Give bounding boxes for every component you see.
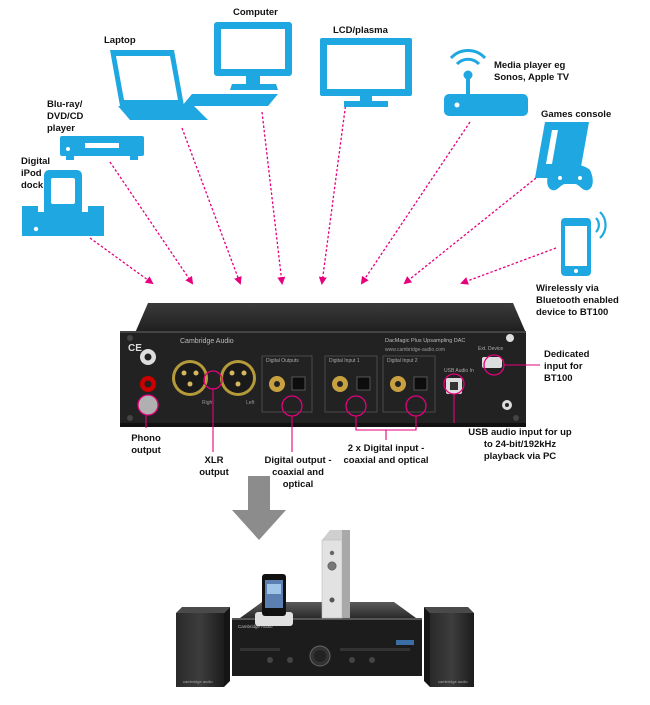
label-ipod-dock: Digital iPod dock: [21, 156, 51, 191]
media-player-icon: [444, 48, 528, 116]
arrow-bluetooth: [460, 247, 557, 285]
callout-dedicated-input: Dedicated input for BT100: [544, 349, 590, 384]
label-bluetooth: Wirelessly via Bluetooth enabled device …: [536, 283, 619, 318]
smartphone-icon: [561, 211, 607, 276]
label-laptop: Laptop: [104, 35, 136, 46]
label-media-player: Media player eg Sonos, Apple TV: [494, 60, 570, 83]
digital-outputs-text: Digital Outputs: [266, 358, 299, 364]
callout-lines: [145, 364, 540, 452]
usb-audio-in-text: USB Audio In: [444, 368, 474, 374]
arrow-laptop: [181, 127, 242, 285]
dac-website-text: www.cambridge-audio.com: [385, 347, 445, 353]
callout-usb-input: USB audio input for up to 24-bit/192kHz …: [468, 427, 572, 462]
ce-mark: CE: [128, 343, 142, 354]
digital-input-1-text: Digital Input 1: [329, 358, 360, 364]
callout-xlr-output: XLR output: [199, 455, 229, 478]
dac-unit: CE Cambridge Audio DacMagic Plus Upsampl…: [120, 303, 526, 427]
right-speaker-brand: cambridge audio: [438, 679, 468, 684]
laptop-icon: [110, 50, 208, 120]
computer-icon: [182, 22, 292, 106]
down-arrow-icon: [232, 476, 286, 540]
connection-arrows: [89, 101, 557, 285]
label-bluray: Blu-ray/ DVD/CD player: [47, 99, 84, 134]
label-games-console: Games console: [541, 109, 612, 120]
arrow-lcd: [318, 101, 347, 285]
ext-device-text: Ext. Device: [478, 346, 504, 352]
arrow-games: [403, 177, 537, 285]
arrow-bluray: [109, 161, 194, 285]
dac-brand-text: Cambridge Audio: [180, 338, 234, 345]
label-computer: Computer: [233, 7, 278, 18]
arrow-ipod: [89, 237, 154, 285]
callout-digital-output: Digital output - coaxial and optical: [264, 455, 332, 490]
lcd-tv-icon: [320, 38, 412, 107]
amp-brand-text: Cambridge Audio: [238, 624, 273, 629]
hifi-system: cambridge audio cambridge audio Cambridg…: [176, 530, 474, 687]
label-lcd: LCD/plasma: [333, 25, 388, 36]
arrow-media: [360, 121, 471, 285]
games-console-icon: [535, 122, 593, 191]
callout-phono-output: Phono output: [131, 433, 161, 456]
xlr-left-text: Left: [246, 400, 255, 406]
dac-product-text: DacMagic Plus Upsampling DAC: [385, 338, 465, 344]
bluray-player-icon: [60, 136, 144, 160]
ipod-dock-icon: [22, 170, 104, 236]
xlr-right-text: Right: [202, 400, 214, 406]
left-speaker-brand: cambridge audio: [183, 679, 213, 684]
callout-digital-inputs: 2 x Digital input - coaxial and optical: [343, 443, 429, 466]
arrow-computer: [261, 111, 286, 285]
digital-input-2-text: Digital Input 2: [387, 358, 418, 364]
